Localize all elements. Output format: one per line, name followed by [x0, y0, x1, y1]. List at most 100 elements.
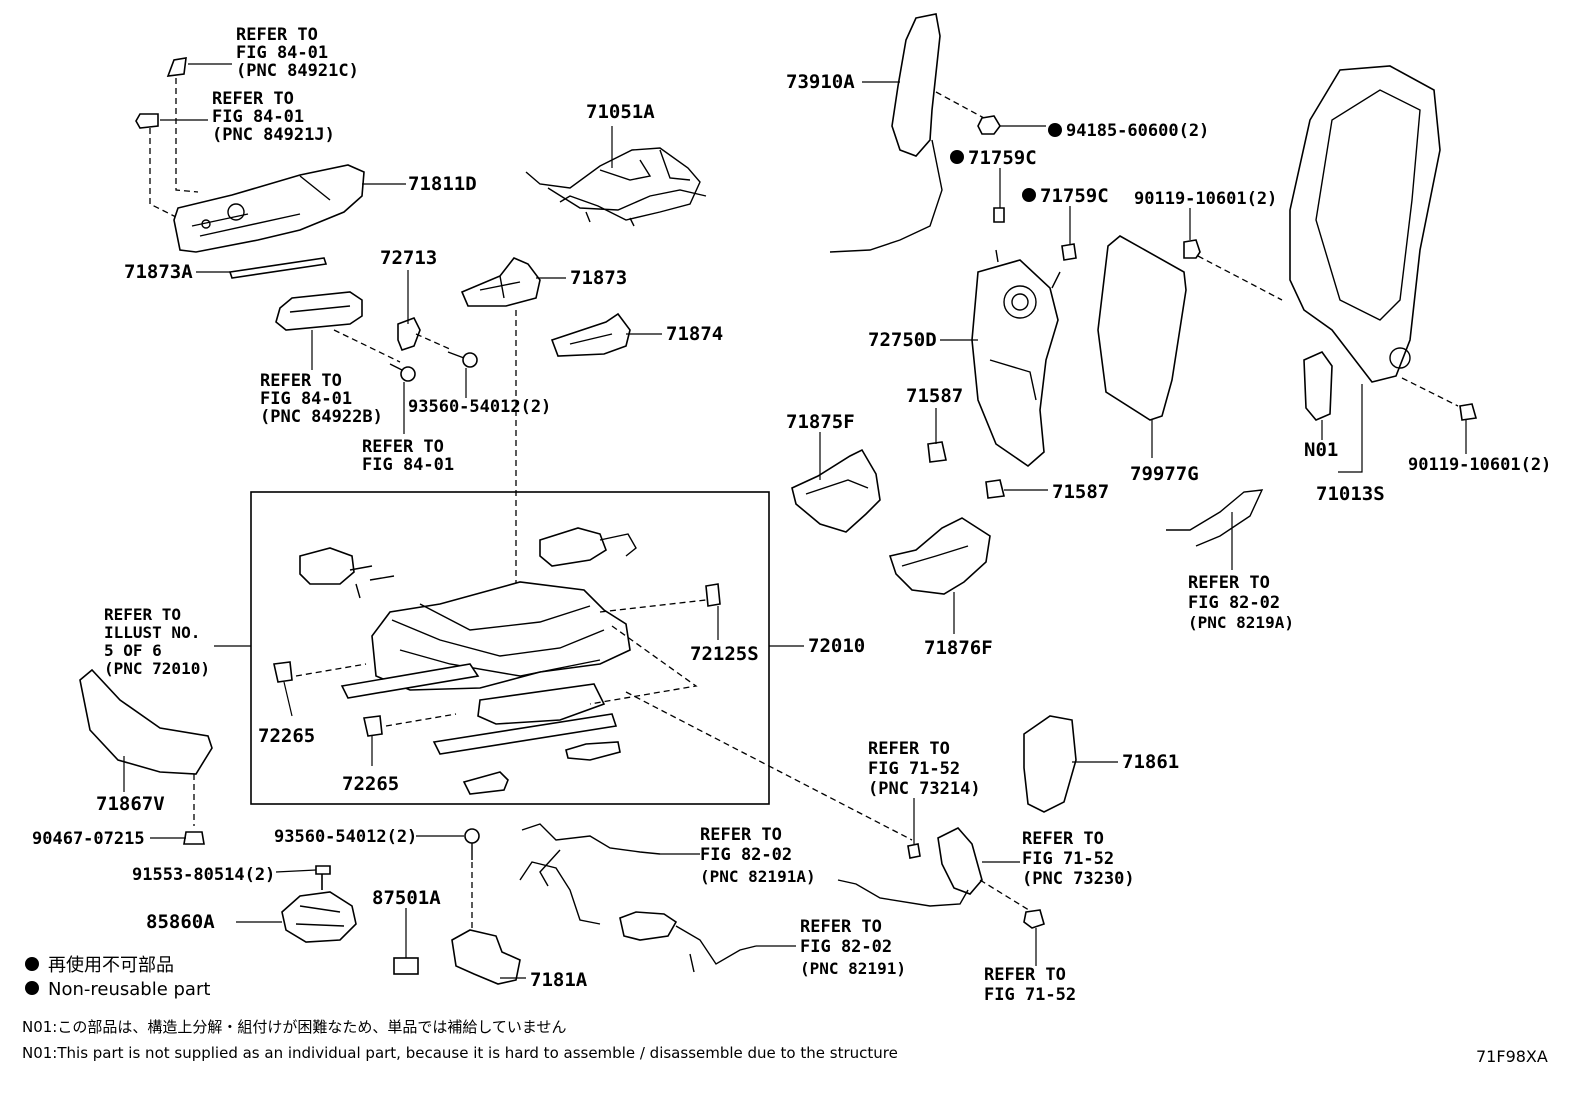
legend-jp: 再使用不可部品: [48, 955, 174, 976]
label-72265-a: 72265: [258, 725, 315, 747]
part-73910A-drawing: [891, 13, 941, 157]
part-71873-drawing: [460, 257, 541, 307]
label-71587-b: 71587: [1052, 481, 1109, 503]
refer-illust-line4: (PNC 72010): [104, 659, 210, 678]
label-71867V: 71867V: [96, 793, 165, 815]
label-72125S: 72125S: [690, 643, 759, 665]
refer-82191A-line1: REFER TO: [700, 825, 782, 845]
part-84922B-drawing: [275, 291, 363, 331]
part-72713-drawing: [397, 316, 421, 351]
part-71051A-drawing: [525, 147, 707, 227]
label-72713: 72713: [380, 247, 437, 269]
label-71874: 71874: [666, 323, 723, 345]
label-71759C-a: 71759C: [968, 147, 1037, 169]
part-71811D-drawing: [173, 164, 365, 253]
nut-71-52-drawing: [1023, 909, 1045, 929]
refer-82191-line1: REFER TO: [800, 917, 882, 937]
part-73214-drawing: [907, 843, 921, 859]
refer-84922B-line1: REFER TO: [260, 371, 342, 391]
label-72750D: 72750D: [868, 329, 937, 351]
label-90119-10601-top: 90119-10601(2): [1134, 189, 1277, 209]
label-N01: N01: [1304, 439, 1338, 461]
non-reusable-mark-71759C-a: [950, 150, 964, 164]
refer-8219A-line1: REFER TO: [1188, 573, 1270, 593]
refer-73214: REFER TO FIG 71-52 (PNC 73214): [868, 739, 981, 799]
refer-84921C-line1: REFER TO: [236, 25, 318, 45]
part-71587-b-drawing: [985, 479, 1005, 499]
label-72265-b: 72265: [342, 773, 399, 795]
screw-91553-drawing: [315, 865, 331, 890]
refer-8219A-line3: (PNC 8219A): [1188, 613, 1294, 632]
legend-en: Non-reusable part: [48, 979, 210, 1000]
label-87501A: 87501A: [372, 887, 441, 909]
refer-73214-line3: (PNC 73214): [868, 779, 981, 799]
label-85860A: 85860A: [146, 911, 215, 933]
label-71013S: 71013S: [1316, 483, 1385, 505]
label-93560-54012-top: 93560-54012(2): [408, 397, 551, 417]
assembly-72010-box: [250, 491, 770, 805]
legend-dot-en: [25, 981, 39, 995]
part-73230-drawing: [837, 827, 983, 907]
label-93560-54012-bottom: 93560-54012(2): [274, 827, 417, 847]
refer-fig-71-52: REFER TO FIG 71-52: [984, 965, 1076, 1005]
refer-84921C-line3: (PNC 84921C): [236, 61, 359, 81]
part-N01-drawing: [1303, 351, 1333, 421]
label-71876F: 71876F: [924, 637, 993, 659]
part-71873A-drawing: [228, 257, 328, 279]
refer-73230-line2: FIG 71-52: [1022, 849, 1114, 869]
note-n01-jp: N01:この部品は、構造上分解・組付けが困難なため、単品では補給していません: [22, 1018, 566, 1036]
label-71587-a: 71587: [906, 385, 963, 407]
part-85860A-drawing: [281, 891, 357, 943]
part-84921C-drawing: [166, 57, 187, 77]
refer-illust-5-of-6: REFER TO ILLUST NO. 5 OF 6 (PNC 72010): [104, 605, 210, 678]
refer-84922B-line2: FIG 84-01: [260, 389, 352, 409]
part-79977G-drawing: [1097, 235, 1187, 421]
refer-73214-line2: FIG 71-52: [868, 759, 960, 779]
note-n01-en: N01:This part is not supplied as an indi…: [22, 1044, 898, 1062]
refer-84921J: REFER TO FIG 84-01 (PNC 84921J): [212, 89, 335, 145]
harness-82191A-drawing: [519, 823, 661, 925]
bolt-93560-54012-bot-drawing: [464, 828, 480, 860]
refer-73230: REFER TO FIG 71-52 (PNC 73230): [1022, 829, 1135, 889]
refer-73230-line3: (PNC 73230): [1022, 869, 1135, 889]
non-reusable-mark-71759C-b: [1022, 188, 1036, 202]
refer-84922B: REFER TO FIG 84-01 (PNC 84922B): [260, 371, 383, 427]
refer-82191-line2: FIG 82-02: [800, 937, 892, 957]
refer-84922B-line3: (PNC 84922B): [260, 407, 383, 427]
refer-illust-line1: REFER TO: [104, 605, 181, 624]
bolt-ref-84-01-drawing: [389, 363, 416, 382]
refer-82191A-line2: FIG 82-02: [700, 845, 792, 865]
part-84921J-drawing: [135, 113, 159, 129]
label-7181A: 7181A: [530, 969, 588, 991]
part-71876F-drawing: [888, 517, 991, 595]
refer-illust-line2: ILLUST NO.: [104, 623, 200, 642]
refer-82191: REFER TO FIG 82-02 (PNC 82191): [800, 917, 906, 978]
refer-82191A: REFER TO FIG 82-02 (PNC 82191A): [700, 825, 816, 886]
label-73910A: 73910A: [786, 71, 855, 93]
clip-90467-drawing: [183, 831, 205, 845]
illustration-code: 71F98XA: [1476, 1047, 1548, 1066]
refer-illust-line3: 5 OF 6: [104, 641, 162, 660]
part-71867V-drawing: [79, 668, 213, 775]
label-71861: 71861: [1122, 751, 1179, 773]
label-71051A: 71051A: [586, 101, 655, 123]
label-72010: 72010: [808, 635, 865, 657]
refer-84-01-line2: FIG 84-01: [362, 455, 454, 475]
label-71759C-b: 71759C: [1040, 185, 1109, 207]
part-71874-drawing: [550, 312, 631, 357]
refer-fig-84-01: REFER TO FIG 84-01: [362, 437, 454, 475]
refer-84921J-line2: FIG 84-01: [212, 107, 304, 127]
refer-82191-line3: (PNC 82191): [800, 959, 906, 978]
harness-82191-drawing: [619, 911, 757, 973]
part-71759C-b-drawing: [1061, 243, 1077, 261]
label-90467-07215: 90467-07215: [32, 829, 145, 849]
part-71013S-drawing: [1289, 65, 1441, 383]
refer-73214-line1: REFER TO: [868, 739, 950, 759]
legend: 再使用不可部品 Non-reusable part: [25, 955, 210, 1000]
refer-84-01-line1: REFER TO: [362, 437, 444, 457]
label-90119-10601-right: 90119-10601(2): [1408, 455, 1551, 475]
bolt-90119-top-drawing: [1183, 239, 1201, 259]
refer-73230-line1: REFER TO: [1022, 829, 1104, 849]
label-71873: 71873: [570, 267, 627, 289]
